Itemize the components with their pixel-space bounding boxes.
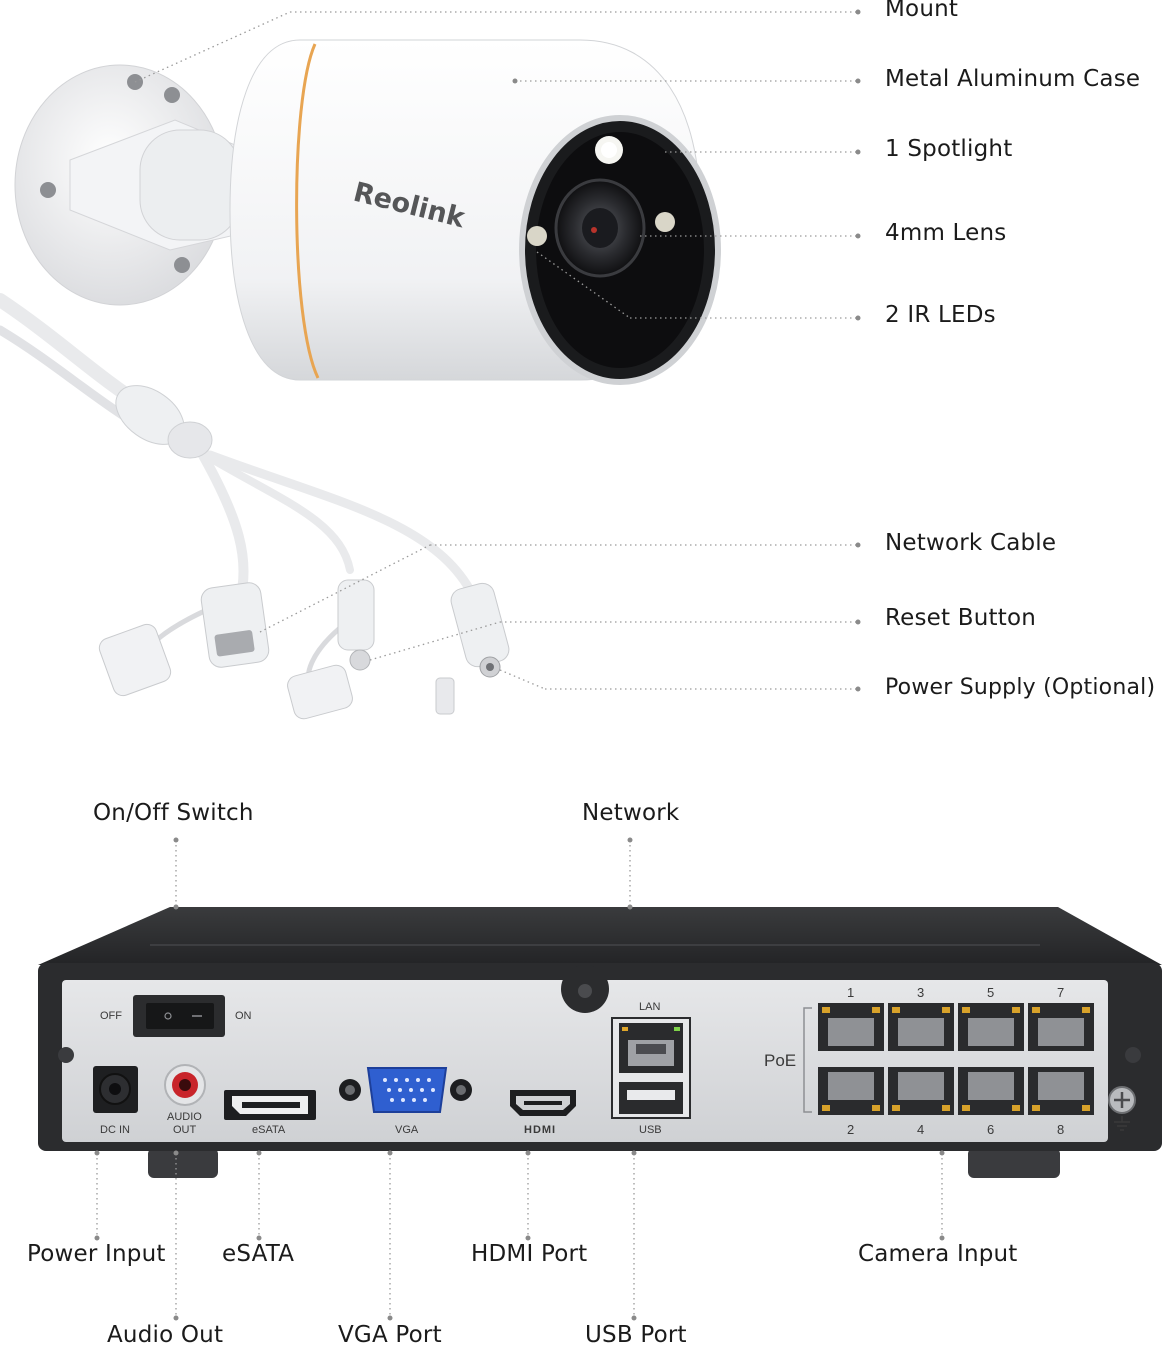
cable-junction bbox=[115, 385, 213, 459]
label-camera-input: Camera Input bbox=[858, 1241, 1018, 1267]
camera-body bbox=[229, 39, 721, 385]
nvr-foot-right bbox=[968, 1148, 1060, 1178]
label-spotlight: 1 Spotlight bbox=[885, 136, 1013, 162]
label-hdmi-port: HDMI Port bbox=[471, 1241, 588, 1267]
usb-port[interactable] bbox=[619, 1082, 683, 1114]
poe-port[interactable] bbox=[818, 1067, 884, 1115]
esata-port[interactable] bbox=[224, 1090, 316, 1120]
poe-port[interactable] bbox=[818, 1003, 884, 1051]
nvr-leaders bbox=[94, 837, 945, 1321]
power-connector bbox=[435, 582, 510, 715]
poe-port[interactable] bbox=[958, 1003, 1024, 1051]
label-power-input: Power Input bbox=[27, 1241, 166, 1267]
power-switch[interactable] bbox=[133, 995, 225, 1037]
poe-port[interactable] bbox=[888, 1067, 954, 1115]
lan-port[interactable] bbox=[619, 1023, 683, 1073]
camera bbox=[0, 39, 721, 720]
label-vga-port: VGA Port bbox=[338, 1322, 442, 1348]
label-power-supply: Power Supply (Optional) bbox=[885, 675, 1156, 700]
label-reset-button: Reset Button bbox=[885, 605, 1037, 631]
label-audio-out: Audio Out bbox=[107, 1322, 224, 1348]
nvr: OFF ON DC IN AUDIO OUT eSATA VGA HDMI LA… bbox=[38, 907, 1162, 1178]
esata-panel-text: eSATA bbox=[252, 1124, 286, 1136]
reset-connector bbox=[287, 579, 375, 720]
dc-in-text: DC IN bbox=[100, 1124, 130, 1136]
usb-panel-text: USB bbox=[639, 1124, 662, 1136]
ground-screw bbox=[1108, 1086, 1136, 1131]
poe-port[interactable] bbox=[1028, 1003, 1094, 1051]
network-connector bbox=[98, 582, 270, 697]
lan-usb-block bbox=[611, 1017, 691, 1119]
label-network: Network bbox=[582, 800, 680, 826]
poe-port[interactable] bbox=[1028, 1067, 1094, 1115]
port-number-2: 2 bbox=[847, 1122, 854, 1137]
label-usb-port: USB Port bbox=[585, 1322, 687, 1348]
lan-panel-text: LAN bbox=[639, 1001, 660, 1013]
nvr-top bbox=[38, 907, 1162, 965]
nvr-foot-left bbox=[148, 1148, 218, 1178]
port-number-3: 3 bbox=[917, 985, 924, 1000]
vga-port[interactable] bbox=[339, 1067, 472, 1113]
vga-panel-text: VGA bbox=[395, 1124, 419, 1136]
label-metal-case: Metal Aluminum Case bbox=[885, 66, 1141, 92]
hdmi-panel-text: HDMI bbox=[524, 1124, 556, 1136]
camera-leaders bbox=[134, 9, 861, 692]
port-number-5: 5 bbox=[987, 985, 994, 1000]
label-mount: Mount bbox=[885, 0, 959, 22]
switch-on-text: ON bbox=[235, 1010, 252, 1022]
port-number-1: 1 bbox=[847, 985, 854, 1000]
label-ir-leds: 2 IR LEDs bbox=[885, 302, 996, 328]
port-number-4: 4 bbox=[917, 1122, 924, 1137]
label-lens: 4mm Lens bbox=[885, 220, 1007, 246]
camera-mount bbox=[14, 64, 241, 306]
port-number-8: 8 bbox=[1057, 1122, 1064, 1137]
label-esata: eSATA bbox=[222, 1241, 295, 1267]
audio-text: AUDIO bbox=[167, 1111, 202, 1123]
label-on-off-switch: On/Off Switch bbox=[93, 800, 254, 826]
poe-ports bbox=[818, 1003, 1094, 1115]
switch-off-text: OFF bbox=[100, 1010, 122, 1022]
dc-in-jack[interactable] bbox=[93, 1066, 138, 1113]
label-network-cable: Network Cable bbox=[885, 530, 1057, 556]
port-number-7: 7 bbox=[1057, 985, 1064, 1000]
port-number-6: 6 bbox=[987, 1122, 994, 1137]
poe-port[interactable] bbox=[888, 1003, 954, 1051]
hdmi-port[interactable] bbox=[510, 1090, 576, 1116]
poe-panel-text: PoE bbox=[764, 1051, 796, 1070]
poe-port[interactable] bbox=[958, 1067, 1024, 1115]
audio-out-text: OUT bbox=[173, 1124, 197, 1136]
audio-out-jack[interactable] bbox=[164, 1064, 206, 1106]
